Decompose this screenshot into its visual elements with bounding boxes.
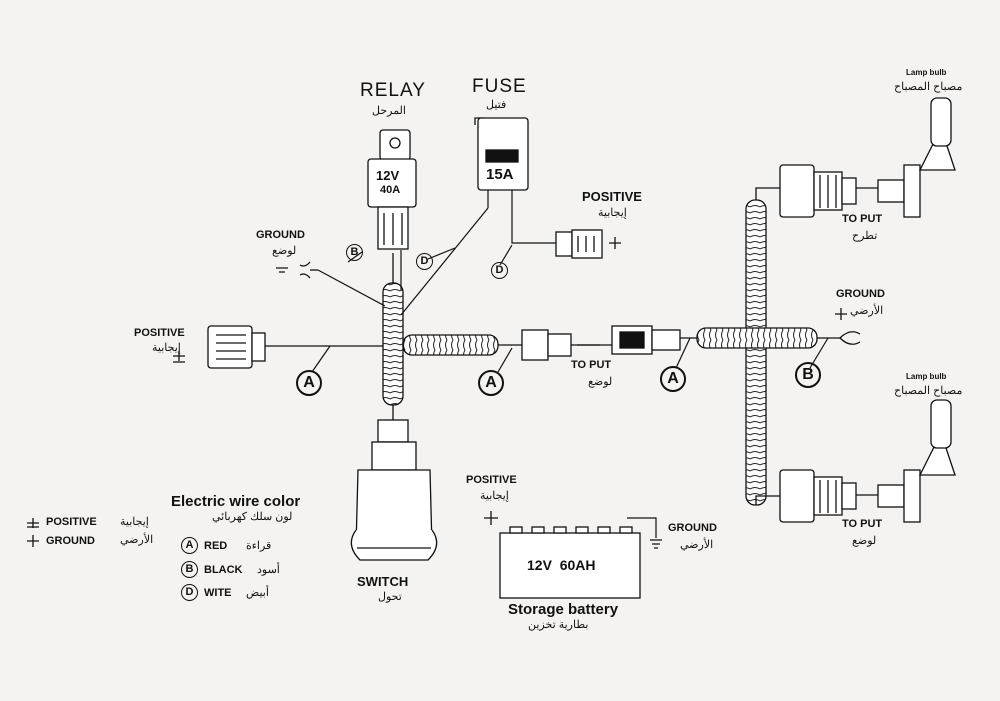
ground-right-label-ar: الأرضي (850, 305, 884, 317)
fuse-title: FUSE (472, 76, 527, 97)
to-put-center-label-ar: لوضع (588, 376, 613, 388)
legend-wire-white: WITE (204, 587, 232, 599)
ground-lug-relay (299, 261, 318, 279)
legend-wire-black-ar: أسود (257, 564, 280, 576)
legend-title: Electric wire color (171, 493, 301, 510)
main-harness (382, 253, 499, 425)
fuse-title-ar: فتيل (486, 99, 507, 111)
to-put-bottom-label-ar: لوضع (852, 535, 877, 547)
fuse-rating: 15A (486, 166, 514, 183)
wire-tag-b-right: B (795, 362, 821, 388)
legend-title-ar: لون سلك كهربائي (212, 511, 293, 523)
lamp-top-label: Lamp bulb (906, 68, 947, 77)
lamp-bottom-label-ar: مصباح المصباح (894, 385, 963, 397)
legend-wire-red: RED (204, 540, 228, 552)
to-put-top-label-ar: تطرح (852, 230, 878, 242)
lamp-bulb-bottom (779, 399, 956, 523)
legend-wire-black: BLACK (204, 564, 243, 576)
to-put-top-label: TO PUT (842, 213, 883, 225)
ground-lug-right (839, 331, 861, 345)
battery-positive-label: POSITIVE (466, 474, 517, 486)
battery-positive-label-ar: إيجابية (480, 490, 509, 502)
relay-title: RELAY (360, 80, 426, 101)
battery-rating: 12V 60AH (527, 557, 596, 573)
positive-left-label-ar: إيجابية (152, 342, 181, 354)
ground-right-label: GROUND (836, 288, 885, 300)
battery-title: Storage battery (508, 601, 619, 618)
to-put-center-label: TO PUT (571, 359, 612, 371)
positive-fuse-label-ar: إيجابية (598, 207, 627, 219)
relay-component (367, 129, 417, 250)
wire-tag-d-fuse: D (491, 262, 508, 279)
relay-amps: 40A (380, 184, 401, 196)
wire-tag-a-right: A (660, 366, 686, 392)
battery-title-ar: بطارية تخزين (528, 619, 589, 631)
switch-label-ar: تحول (378, 591, 402, 603)
positive-left-label: POSITIVE (134, 327, 185, 339)
to-put-bottom-label: TO PUT (842, 518, 883, 530)
right-harness (696, 187, 818, 506)
switch-label: SWITCH (357, 574, 409, 589)
relay-voltage: 12V (376, 168, 400, 183)
ground-relay-label: GROUND (256, 229, 305, 241)
legend-positive: POSITIVE (46, 516, 97, 528)
wire-tag-d-relay: D (416, 253, 433, 270)
switch-component (350, 419, 438, 561)
wire-tag-b-relay: B (346, 244, 363, 261)
legend-wire-red-ar: قراءة (246, 540, 272, 552)
relay-title-ar: المرحل (372, 105, 406, 117)
legend-ground: GROUND (46, 535, 95, 547)
center-connectors (521, 325, 681, 361)
legend-wire-letter-b: B (181, 561, 198, 578)
wire-tag-a-center: A (478, 370, 504, 396)
battery-ground-label: GROUND (668, 522, 717, 534)
legend-positive-ar: إيجابية (120, 516, 149, 528)
polarity-symbols (27, 237, 847, 549)
wires (265, 190, 840, 538)
lamp-top-label-ar: مصباح المصباح (894, 81, 963, 93)
ground-relay-label-ar: لوضع (272, 245, 297, 257)
battery-component (499, 526, 641, 599)
positive-fuse-label: POSITIVE (582, 189, 642, 204)
lamp-bulb-top (779, 97, 956, 218)
fuse-component (474, 117, 529, 191)
legend-wire-letter-a: A (181, 537, 198, 554)
battery-ground-label-ar: الأرضي (680, 539, 714, 551)
legend-wire-letter-d: D (181, 584, 198, 601)
legend-wire-white-ar: أبيض (246, 587, 269, 599)
lamp-bottom-label: Lamp bulb (906, 372, 947, 381)
wire-tag-a-left: A (296, 370, 322, 396)
legend-ground-ar: الأرضي (120, 534, 154, 546)
positive-connector-top (555, 229, 603, 259)
positive-plug-left (207, 325, 266, 369)
